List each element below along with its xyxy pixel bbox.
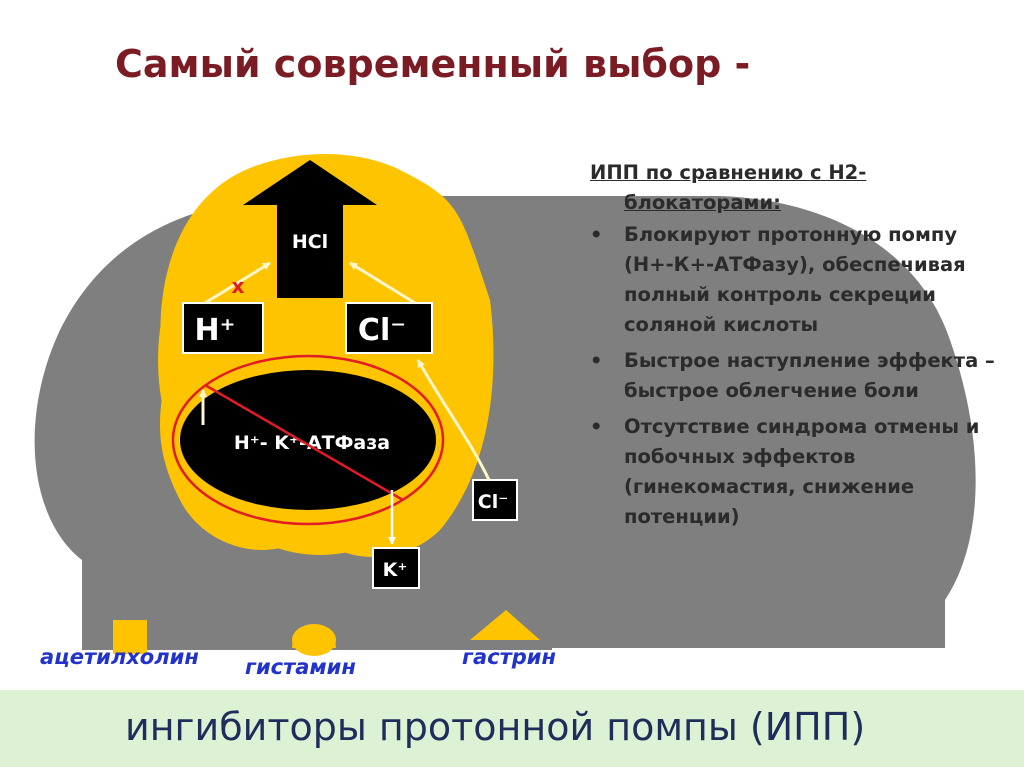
list-item: • Отсутствие синдрома отмены и побочных … [590, 412, 1010, 532]
comparison-list: • Блокируют протонную помпу (Н+-К+-АТФазу… [590, 220, 1010, 532]
list-item: • Быстрое наступление эффекта – быстрое о… [590, 346, 1010, 406]
comparison-panel: ИПП по сравнению с Н2- блокаторами: • Бло… [590, 158, 1010, 538]
list-item-text: Блокируют протонную помпу (Н+-К+-АТФазу)… [624, 223, 966, 336]
footer-band [0, 690, 1024, 767]
k-plus-box [372, 547, 420, 589]
hcl-arrow [243, 160, 377, 298]
gastrin-receptor [470, 610, 540, 640]
list-item-text: Быстрое наступление эффекта – быстрое об… [624, 349, 995, 402]
cl-minus-top-box [345, 302, 433, 354]
acetylcholine-receptor [113, 620, 147, 654]
cl-minus-top-label: Cl⁻ [358, 313, 406, 348]
cl-minus-bottom-box [472, 479, 518, 521]
h-to-hcl-arrow [204, 261, 271, 305]
footer-title: ингибиторы протонной помпы (ИПП) [125, 705, 866, 749]
bullet-icon: • [590, 349, 603, 372]
bullet-icon: • [590, 415, 603, 438]
cl-minus-bottom-label: Cl⁻ [478, 491, 509, 513]
histamine-label: гистамин [245, 655, 356, 679]
red-block-circle [171, 354, 445, 526]
histamine-receptor-body [292, 624, 336, 656]
atpase-ellipse [180, 370, 436, 510]
gastrin-label: гастрин [462, 645, 556, 669]
comparison-heading-line1: ИПП по сравнению с Н2- [590, 161, 867, 184]
bullet-icon: • [590, 223, 603, 246]
block-x-mark: x [232, 274, 245, 298]
cl-transport-arrow [416, 359, 491, 481]
slide-title: Самый современный выбор - [115, 42, 751, 86]
atpase-label: H⁺- K⁺-АТФаза [234, 432, 390, 454]
list-item-text: Отсутствие синдрома отмены и побочных эф… [624, 415, 980, 528]
acetylcholine-label: ацетилхолин [40, 645, 199, 669]
cl-to-hcl-arrow [349, 261, 416, 305]
comparison-heading-line2: блокаторами: [624, 191, 781, 214]
h-plus-box [182, 302, 264, 354]
hcl-label: HCl [292, 231, 328, 253]
k-plus-label: K⁺ [383, 559, 408, 581]
h-plus-label: H⁺ [195, 313, 236, 348]
list-item: • Блокируют протонную помпу (Н+-К+-АТФазу… [590, 220, 1010, 340]
red-block-slash [204, 383, 404, 502]
